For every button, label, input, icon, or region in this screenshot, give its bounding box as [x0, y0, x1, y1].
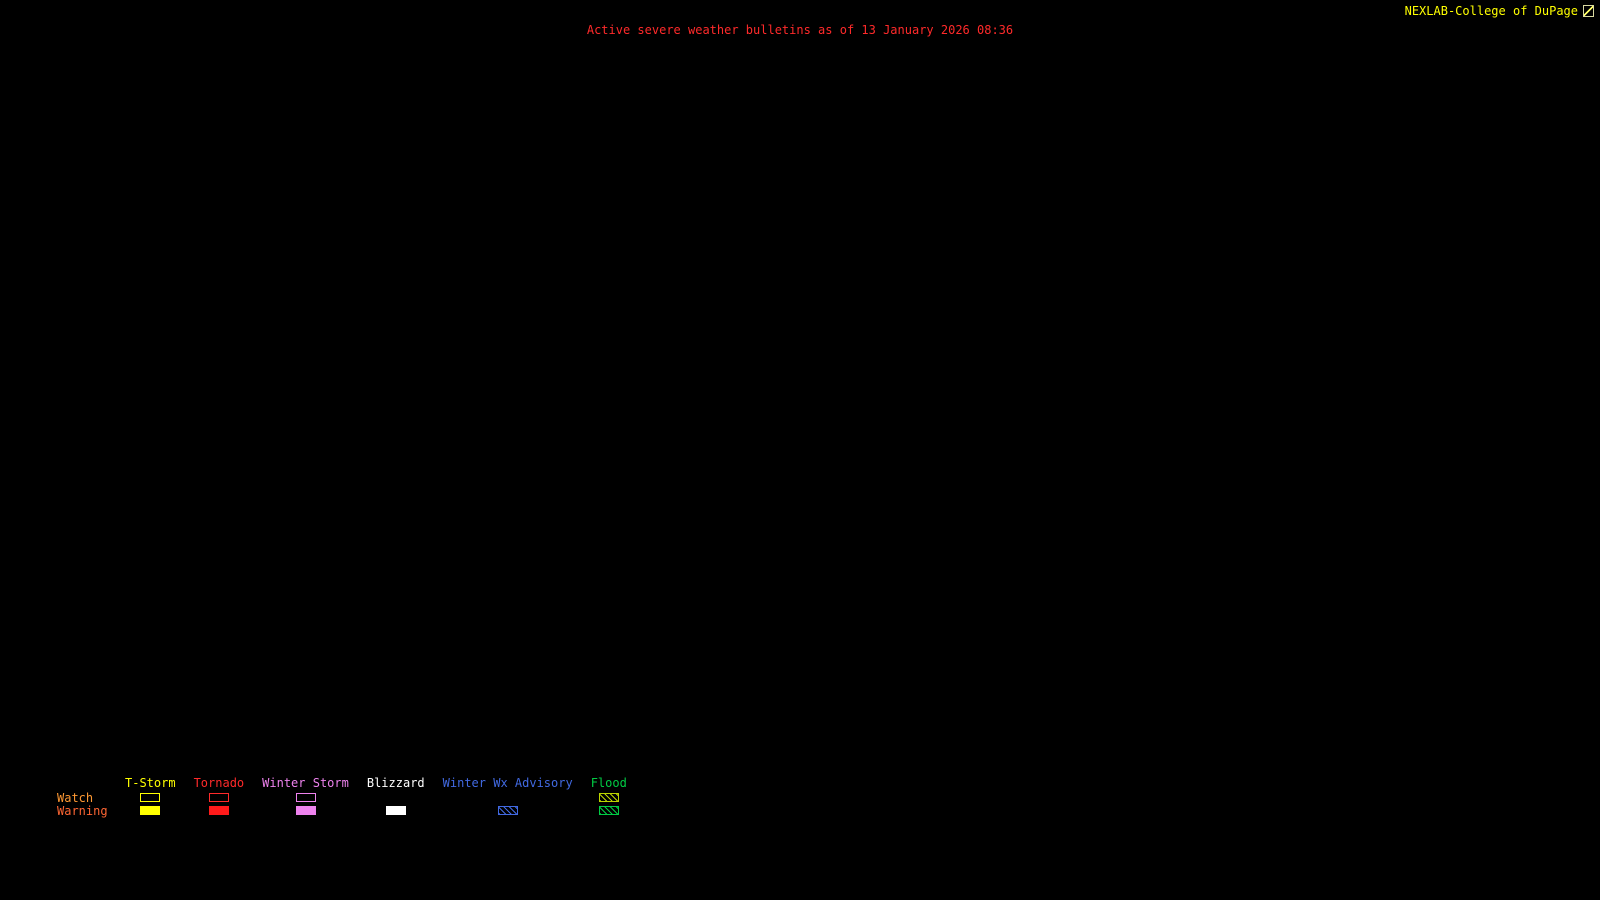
- legend-header-flood: Flood: [590, 776, 627, 790]
- brand: NEXLAB-College of DuPage: [1405, 4, 1594, 18]
- winter-storm-watch-cell: [262, 791, 349, 804]
- legend-column-blizzard: Blizzard: [367, 776, 425, 817]
- winter-wx-advisory-warning-swatch: [497, 806, 518, 815]
- legend-column-winter-storm: Winter Storm: [262, 776, 349, 817]
- legend-row-warning-label: Warning: [57, 803, 108, 818]
- flood-watch-swatch: [598, 793, 619, 802]
- legend-header-tornado: Tornado: [193, 776, 245, 790]
- t-storm-warning-cell: [125, 804, 176, 817]
- legend-header-winter-storm: Winter Storm: [262, 776, 349, 790]
- flood-watch-cell: [591, 791, 627, 804]
- legend-header-blizzard: Blizzard: [366, 776, 425, 790]
- tornado-warning-cell: [194, 804, 245, 817]
- t-storm-watch-cell: [125, 791, 176, 804]
- t-storm-warning-swatch: [140, 806, 161, 815]
- tornado-watch-swatch: [208, 793, 229, 802]
- blizzard-warning-swatch: [385, 806, 406, 815]
- page-title: Active severe weather bulletins as of 13…: [586, 23, 1014, 37]
- blizzard-warning-cell: [367, 804, 425, 817]
- winter-storm-warning-swatch: [295, 806, 316, 815]
- framed-square-icon: [1583, 5, 1594, 17]
- legend-column-flood: Flood: [591, 776, 627, 817]
- flood-warning-cell: [591, 804, 627, 817]
- legend-column-tornado: Tornado: [193, 776, 245, 817]
- legend-column-t-storm: T-Storm: [125, 776, 176, 817]
- tornado-watch-cell: [194, 791, 245, 804]
- legend-column-winter-wx-advisory: Winter Wx Advisory: [443, 776, 573, 817]
- legend-row-labels: Watch Warning: [57, 776, 108, 818]
- brand-text: NEXLAB-College of DuPage: [1404, 4, 1578, 18]
- blizzard-watch-cell: [367, 791, 425, 804]
- winter-storm-watch-swatch: [295, 793, 316, 802]
- winter-wx-advisory-warning-cell: [443, 804, 573, 817]
- legend-header-t-storm: T-Storm: [125, 776, 176, 790]
- legend-row-watch-label: Watch: [57, 790, 94, 805]
- t-storm-watch-swatch: [140, 793, 161, 802]
- tornado-warning-swatch: [208, 806, 229, 815]
- winter-storm-warning-cell: [262, 804, 349, 817]
- legend-header-winter-wx-advisory: Winter Wx Advisory: [442, 776, 573, 790]
- flood-warning-swatch: [598, 806, 619, 815]
- legend: Watch Warning T-Storm Tornado Winter Sto…: [57, 776, 627, 818]
- winter-wx-advisory-watch-cell: [443, 791, 573, 804]
